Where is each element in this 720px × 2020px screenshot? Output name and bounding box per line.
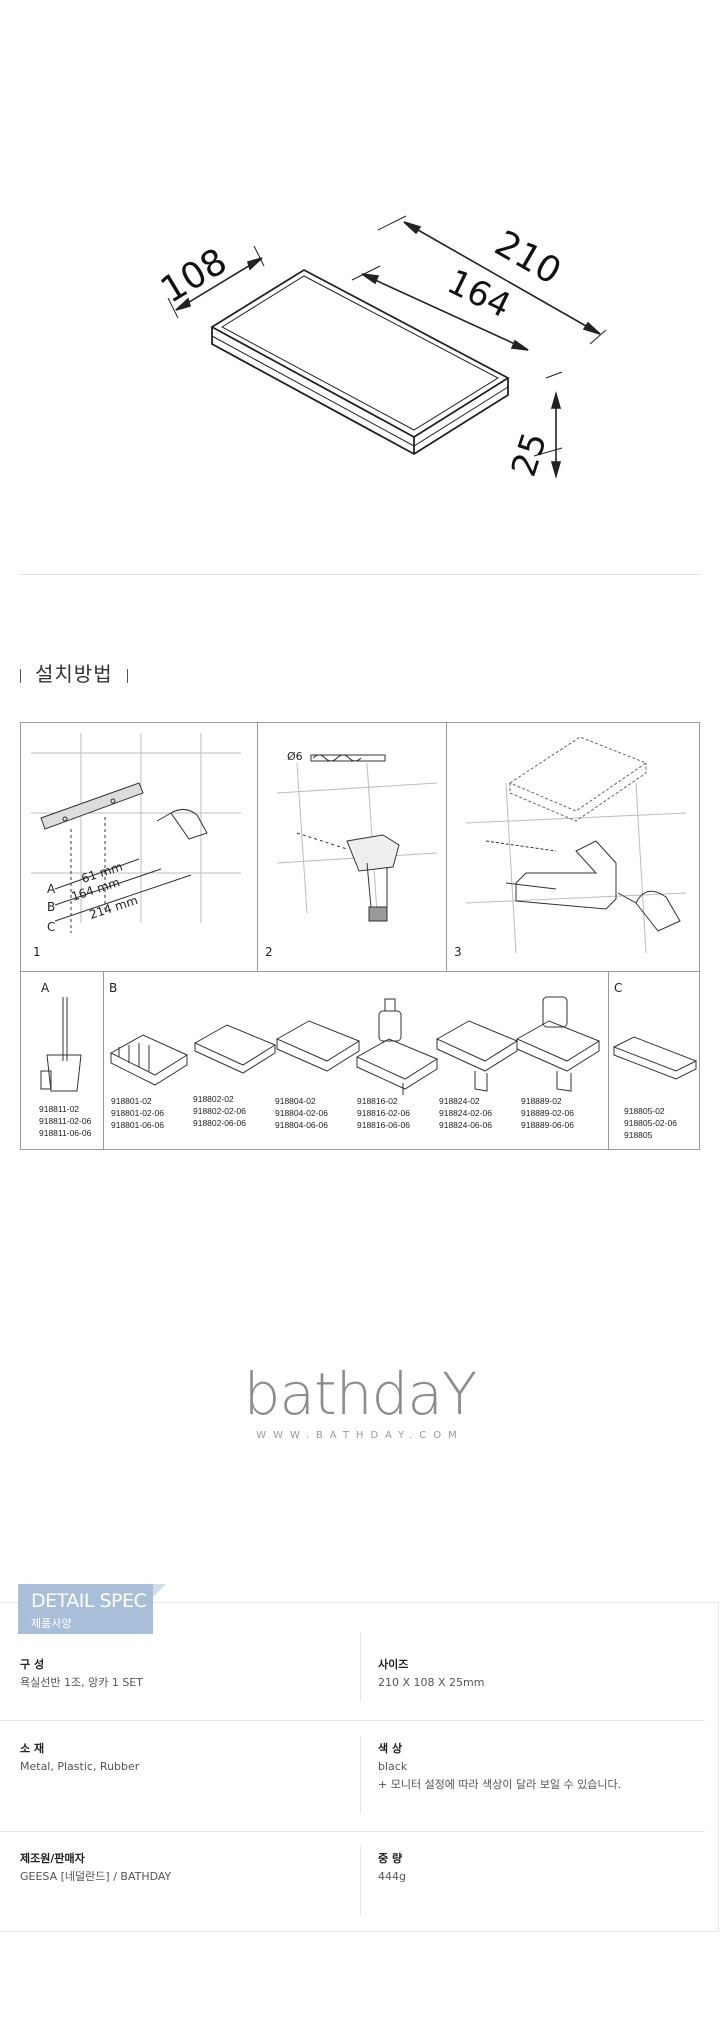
- dim-108-label: 108: [154, 241, 234, 312]
- install-step-2: Ø6 2: [257, 723, 446, 971]
- step-1-label-c: C: [47, 920, 55, 934]
- step-3-illustration: [465, 736, 687, 954]
- group-a-codes: 918811-02 918811-02-06 918811-06-06: [39, 1103, 91, 1139]
- group-c: C 918805-02 918805-02-06 918805: [608, 971, 699, 1149]
- step-2-drill-size: Ø6: [287, 750, 303, 763]
- product-code: 918816-02: [357, 1096, 398, 1106]
- spec-column-divider: [360, 1736, 361, 1814]
- product-code: 918889-02-06: [521, 1108, 574, 1118]
- spec-value-material: Metal, Plastic, Rubber: [20, 1760, 140, 1773]
- step-1-number: 1: [33, 945, 41, 959]
- step-1-measure-214: 214 mm: [88, 893, 140, 922]
- spec-label-material: 소 재: [20, 1742, 45, 1755]
- spec-label-manufacturer: 제조원/판매자: [20, 1852, 85, 1865]
- install-step-3: 3: [446, 723, 699, 971]
- spec-label-size: 사이즈: [378, 1658, 409, 1671]
- product-code: 918804-06-06: [275, 1120, 328, 1130]
- grid-line: [608, 971, 609, 1149]
- spec-tab-title: DETAIL SPEC: [31, 1590, 147, 1612]
- spec-tab-fold: [153, 1584, 166, 1597]
- product-code: 918824-02-06: [439, 1108, 492, 1118]
- product-code: 918802-06-06: [193, 1118, 246, 1128]
- spec-color-note: + 모니터 설정에 따라 색상이 달라 보일 수 있습니다.: [378, 1778, 622, 1791]
- product-code: 918801-02: [111, 1096, 152, 1106]
- product-code: 918889-06-06: [521, 1120, 574, 1130]
- group-b-letter: B: [109, 981, 118, 995]
- group-b-item-2-codes: 918802-02 918802-02-06 918802-06-06: [193, 1093, 246, 1129]
- product-code: 918805: [624, 1130, 653, 1140]
- product-code: 918811-06-06: [39, 1128, 92, 1138]
- spec-column-divider: [360, 1632, 361, 1702]
- group-b: B 9: [103, 971, 608, 1149]
- install-title-text: 설치방법: [35, 662, 113, 686]
- install-step-1: A B C 61 mm 164 mm 214 mm 1: [21, 723, 257, 971]
- group-a: A 918811-02 918811-02-06 918811-06-06: [21, 971, 103, 1149]
- title-bar-left: [20, 668, 21, 683]
- product-code: 918805-02-06: [624, 1118, 677, 1128]
- group-b-item-5-codes: 918824-02 918824-02-06 918824-06-06: [439, 1095, 492, 1131]
- spec-tab-subtitle: 제품사양: [31, 1617, 72, 1630]
- group-b-item-3-codes: 918804-02 918804-02-06 918804-06-06: [275, 1095, 328, 1131]
- spec-column-divider: [360, 1846, 361, 1916]
- grid-line: [21, 971, 699, 972]
- brand-logo: bathdaY WWW.BATHDAY.COM: [0, 1360, 720, 1441]
- product-code: 918816-02-06: [357, 1108, 410, 1118]
- product-code: 918801-06-06: [111, 1120, 164, 1130]
- step-1-illustration: A B C 61 mm 164 mm 214 mm: [31, 733, 241, 934]
- product-code: 918802-02-06: [193, 1106, 246, 1116]
- spec-value-weight: 444g: [378, 1870, 406, 1883]
- divider: [20, 574, 700, 575]
- product-code: 918804-02-06: [275, 1108, 328, 1118]
- step-2-illustration: Ø6: [276, 750, 438, 922]
- detail-spec-box: [0, 1602, 719, 1932]
- group-a-letter: A: [41, 981, 50, 995]
- detail-spec-tab: DETAIL SPEC 제품사양: [18, 1584, 166, 1634]
- step-3-number: 3: [454, 945, 462, 959]
- spec-divider: [0, 1720, 705, 1721]
- product-code: 918824-06-06: [439, 1120, 492, 1130]
- product-code: 918889-02: [521, 1096, 562, 1106]
- step-1-label-a: A: [47, 882, 56, 896]
- spec-value-composition: 욕실선반 1조, 앙카 1 SET: [20, 1676, 143, 1689]
- brand-url: WWW.BATHDAY.COM: [256, 1430, 464, 1441]
- spec-divider: [0, 1831, 705, 1832]
- group-c-letter: C: [614, 981, 623, 995]
- grid-line: [103, 971, 104, 1149]
- product-code: 918811-02: [39, 1104, 80, 1114]
- install-diagram: A B C 61 mm 164 mm 214 mm 1: [20, 722, 700, 1150]
- brand-name: bathdaY: [243, 1360, 478, 1428]
- product-code: 918804-02: [275, 1096, 316, 1106]
- product-code: 918811-02-06: [39, 1116, 92, 1126]
- spec-label-weight: 중 량: [378, 1852, 403, 1865]
- dim-164-label: 164: [441, 262, 517, 326]
- title-bar-right: [126, 668, 128, 683]
- spec-label-composition: 구 성: [20, 1658, 45, 1671]
- spec-value-color: black: [378, 1760, 408, 1773]
- group-b-product-icons: [109, 996, 601, 1095]
- grid-line: [446, 723, 447, 971]
- product-code: 918824-02: [439, 1096, 480, 1106]
- product-code: 918801-02-06: [111, 1108, 164, 1118]
- product-code: 918816-06-06: [357, 1120, 410, 1130]
- spec-value-size: 210 X 108 X 25mm: [378, 1676, 485, 1689]
- group-c-codes: 918805-02 918805-02-06 918805: [624, 1105, 677, 1141]
- dim-25-label: 25: [504, 428, 555, 482]
- product-code: 918802-02: [193, 1094, 234, 1104]
- group-b-item-4-codes: 918816-02 918816-02-06 918816-06-06: [357, 1095, 410, 1131]
- grid-line: [257, 723, 258, 971]
- spec-label-color: 색 상: [378, 1742, 403, 1755]
- product-dimension-drawing: 108 210 164 25: [154, 215, 607, 482]
- install-section-title: 설치방법: [20, 658, 128, 687]
- toilet-brush-icon: [40, 997, 82, 1092]
- spec-value-manufacturer: GEESA [네덜란드] / BATHDAY: [20, 1870, 172, 1883]
- group-b-item-6-codes: 918889-02 918889-02-06 918889-06-06: [521, 1095, 574, 1131]
- step-1-label-b: B: [47, 900, 55, 914]
- product-code: 918805-02: [624, 1106, 665, 1116]
- group-b-item-1-codes: 918801-02 918801-02-06 918801-06-06: [111, 1095, 164, 1131]
- small-shelf-icon: [612, 1036, 698, 1080]
- step-2-number: 2: [265, 945, 273, 959]
